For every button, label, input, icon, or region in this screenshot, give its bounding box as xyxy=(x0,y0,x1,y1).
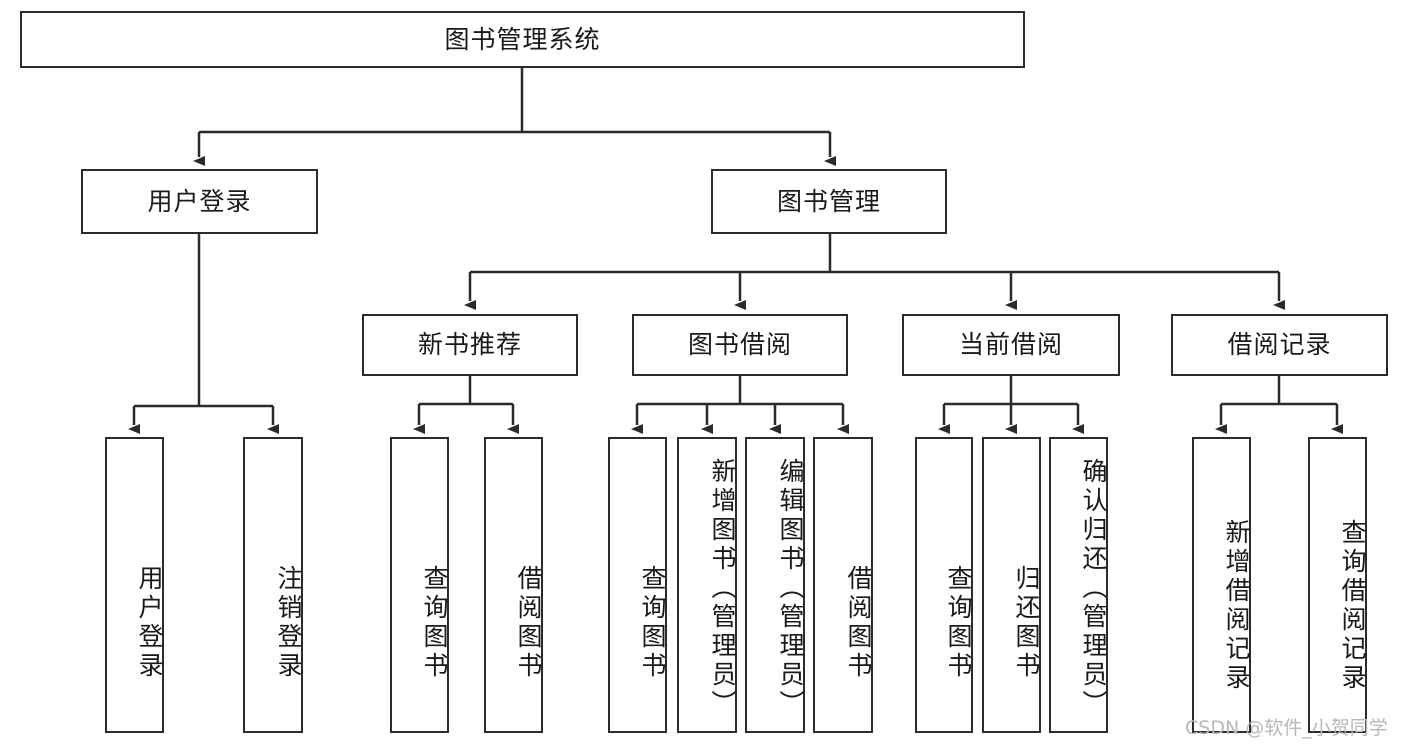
node-current-borrow[interactable]: 当前借阅 xyxy=(902,314,1120,376)
leaf-user-login[interactable]: 用户登录 xyxy=(105,437,164,733)
node-label: 用户登录 xyxy=(135,565,164,681)
node-label: 确认归还（管理员） xyxy=(1079,457,1108,719)
node-label: 图书借阅 xyxy=(687,330,792,360)
leaf-query-borrow-record[interactable]: 查询借阅记录 xyxy=(1308,437,1367,733)
node-user-login[interactable]: 用户登录 xyxy=(81,169,318,234)
leaf-query-book-borrow[interactable]: 查询图书 xyxy=(608,437,667,733)
node-label: 注销登录 xyxy=(274,565,303,681)
node-borrow-record[interactable]: 借阅记录 xyxy=(1171,314,1388,376)
leaf-logout[interactable]: 注销登录 xyxy=(243,437,303,733)
node-label: 图书管理系统 xyxy=(444,24,601,54)
leaf-add-book-admin[interactable]: 新增图书（管理员） xyxy=(677,437,737,733)
node-label: 编辑图书（管理员） xyxy=(776,457,805,719)
leaf-borrow-book[interactable]: 借阅图书 xyxy=(813,437,873,733)
leaf-query-book-current[interactable]: 查询图书 xyxy=(915,437,973,733)
leaf-borrow-book-recommend[interactable]: 借阅图书 xyxy=(484,437,543,733)
node-label: 用户登录 xyxy=(147,186,252,216)
leaf-return-book[interactable]: 归还图书 xyxy=(982,437,1041,733)
node-root-title[interactable]: 图书管理系统 xyxy=(20,11,1025,68)
leaf-query-book-recommend[interactable]: 查询图书 xyxy=(390,437,449,733)
node-label: 借阅记录 xyxy=(1227,330,1332,360)
node-label: 当前借阅 xyxy=(958,330,1063,360)
node-new-book-recommend[interactable]: 新书推荐 xyxy=(362,314,578,376)
leaf-add-borrow-record[interactable]: 新增借阅记录 xyxy=(1192,437,1251,733)
node-label: 新书推荐 xyxy=(417,330,522,360)
watermark: CSDN @软件_小贺同学 xyxy=(1185,717,1388,739)
node-label: 新增图书（管理员） xyxy=(708,457,737,719)
node-label: 图书管理 xyxy=(776,186,881,216)
node-label: 新增借阅记录 xyxy=(1222,519,1251,693)
node-label: 借阅图书 xyxy=(514,565,543,681)
node-label: 查询图书 xyxy=(638,565,667,681)
node-book-borrow[interactable]: 图书借阅 xyxy=(632,314,848,376)
node-label: 借阅图书 xyxy=(844,565,873,681)
node-label: 归还图书 xyxy=(1012,565,1041,681)
node-book-management[interactable]: 图书管理 xyxy=(711,169,947,234)
leaf-confirm-return-admin[interactable]: 确认归还（管理员） xyxy=(1049,437,1108,733)
leaf-edit-book-admin[interactable]: 编辑图书（管理员） xyxy=(745,437,805,733)
node-label: 查询借阅记录 xyxy=(1338,519,1367,693)
node-label: 查询图书 xyxy=(944,565,973,681)
node-label: 查询图书 xyxy=(420,565,449,681)
